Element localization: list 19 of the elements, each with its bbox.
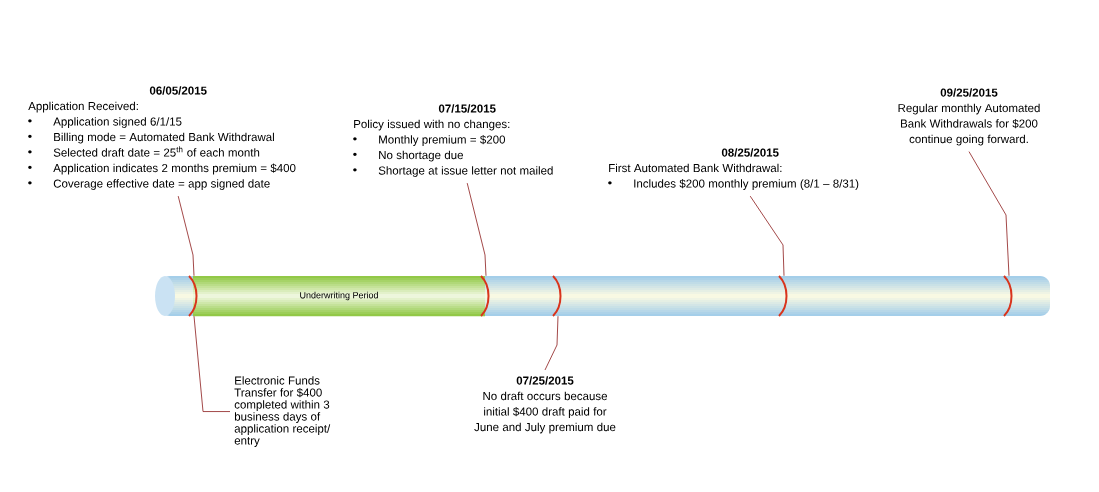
node-label: Underwriting Period (300, 291, 378, 301)
callout-text: 09/25/2015 Regular monthly Automated Bank Withdrawals for $200 continue going forward. (898, 88, 1040, 146)
leader-line (749, 195, 785, 277)
leader-line (466, 182, 487, 277)
leader-line (193, 315, 231, 412)
timeline-marker (778, 275, 788, 317)
leader-line (968, 151, 1010, 277)
timeline-marker (480, 275, 490, 317)
callout-text: 08/25/2015 First Automated Bank Withdrawal: Includes $200 monthly premium (8/1 – 8/31) (608, 148, 859, 190)
callout-text: 06/05/2015 Application Received: Application signed 6/1/15 Billing mode = Automated Bank Withdrawal Selected draft date = 25$^{th}$ of each month Application indicates 2 months premium = $400 Coverage effective date = app signed date (28, 86, 296, 190)
timeline-marker (188, 275, 198, 317)
timeline-marker (552, 275, 562, 317)
underwriting-band: Underwriting Period (193, 276, 485, 317)
leader-line (177, 195, 195, 277)
callout-text: Electronic Funds Transfer for $400 completed within 3 business days of application receipt/ entry (234, 376, 331, 447)
callout-text: 07/15/2015 Policy issued with no changes: Monthly premium = $200 No shortage due Shortage at issue letter not mailed (353, 104, 553, 177)
leader-line (544, 315, 559, 371)
timeline-marker (1003, 275, 1013, 317)
callout-text: 07/25/2015 No draft occurs because initial $400 draft paid for June and July premium due (474, 376, 616, 434)
